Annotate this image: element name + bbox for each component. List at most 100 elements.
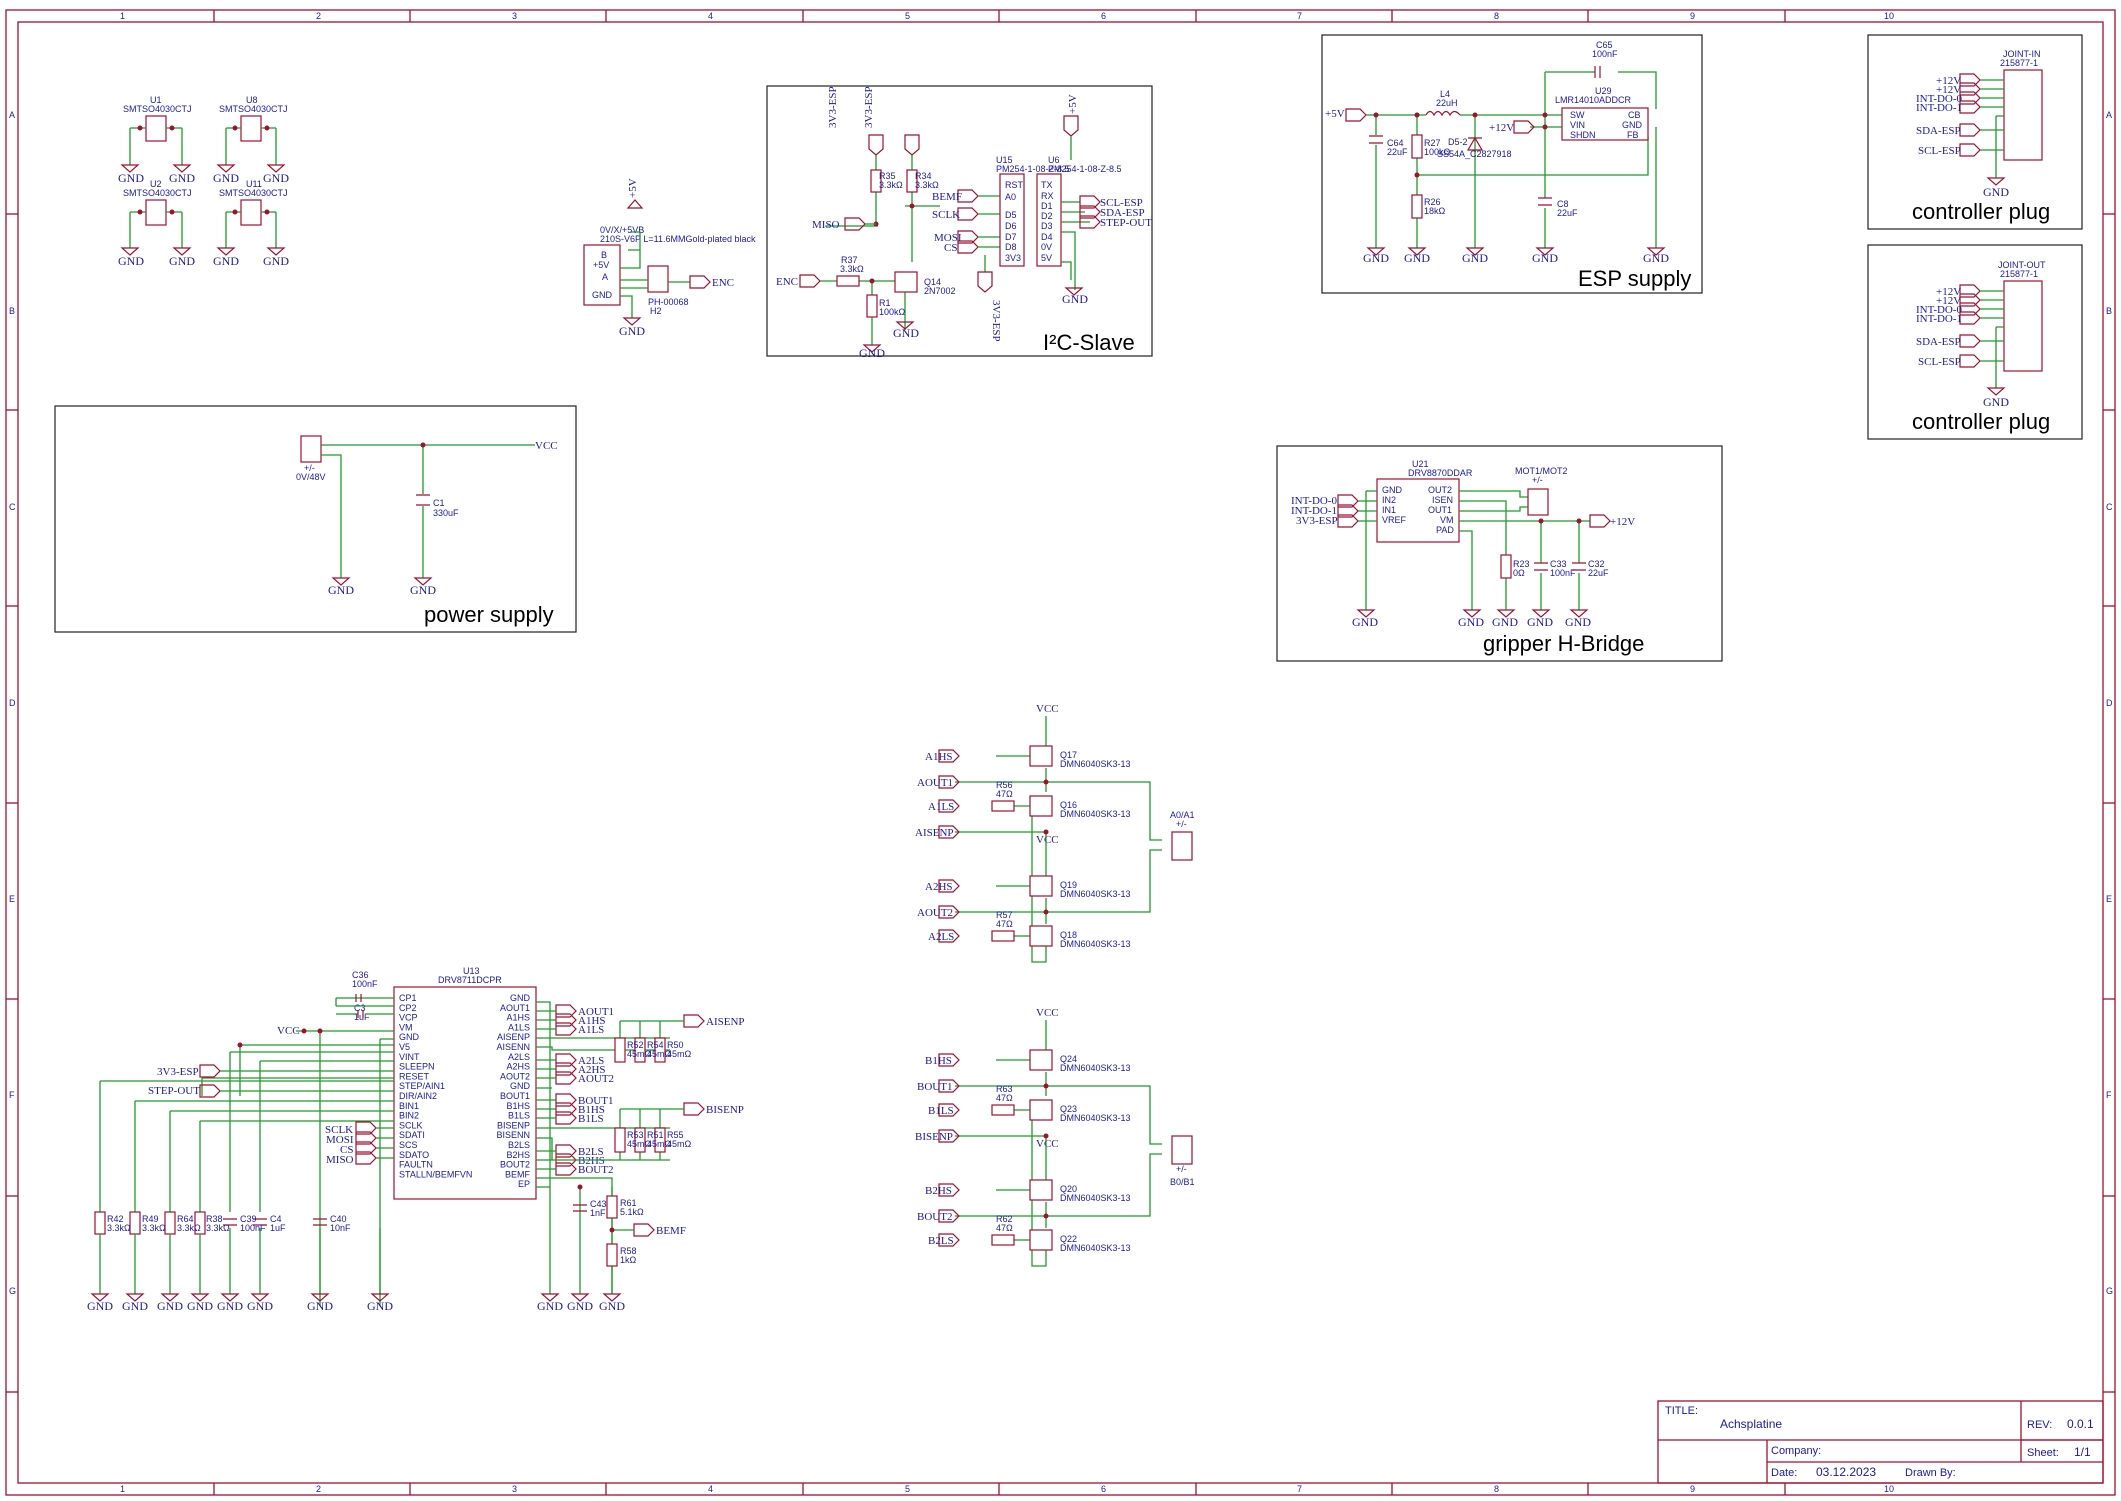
ha-vcc-top: VCC (1036, 703, 1059, 715)
ha-a2hs: A2HS (925, 881, 953, 893)
r26-ref: R26 (1424, 197, 1441, 207)
frame-column-ticks (6, 10, 2115, 1495)
c64-ref: C64 (1387, 138, 1404, 148)
jout-12v-2: +12V (1936, 295, 1961, 307)
jin-gnd: GND (1983, 185, 2009, 199)
u1-ref: U1 (150, 95, 162, 105)
u13-right-pin: GND (510, 1081, 531, 1091)
row-label-c: C (9, 502, 16, 512)
small-ic-u8: U8 SMTSO4030CTJ (219, 95, 288, 165)
hb-b1hs: B1HS (925, 1055, 952, 1067)
u13-left-pin: CP1 (399, 993, 417, 1003)
u13-left-pin: STALLN/BEMFVN (399, 1169, 472, 1179)
r57-val: 47Ω (996, 919, 1013, 929)
r58-ref: R58 (620, 1246, 637, 1256)
gripper-intdo1: INT-DO-1 (1291, 505, 1337, 517)
ha-aout1: AOUT1 (917, 777, 953, 789)
esp-gnd: GND (1404, 251, 1430, 265)
ha-a1hs: A1HS (925, 751, 953, 763)
c36-val: 100nF (352, 979, 378, 989)
i2c-enc-flag: ENC (776, 276, 798, 288)
i2c-sclk-flag: SCLK (932, 209, 960, 221)
u13-gnd: GND (187, 1299, 213, 1313)
r57-ref: R57 (996, 910, 1013, 920)
l4-val: 22uH (1436, 98, 1458, 108)
jin-12v-2: +12V (1936, 84, 1961, 96)
q22-val: DMN6040SK3-13 (1060, 1243, 1131, 1253)
u13-right-pin: BEMF (505, 1169, 531, 1179)
col-label-7: 7 (1297, 11, 1302, 21)
u29-body (1561, 107, 1649, 141)
jout-scl: SCL-ESP (1918, 356, 1961, 368)
r23-ref: R23 (1513, 559, 1530, 569)
jout-intdo0: INT-DO-0 (1916, 304, 1963, 316)
u2-ref: U2 (150, 179, 162, 189)
u13-right-pin: B1HS (506, 1101, 530, 1111)
i2c-miso-flag: MISO (812, 219, 840, 231)
r51-body (634, 1127, 646, 1153)
block-power-supply: power supply +/- 0V/48V C1 330uF VCC GND… (54, 405, 577, 633)
frame-row-labels: A B C D E F G A B C D E F G (9, 110, 2113, 1296)
gripper-12v: +12V (1610, 516, 1635, 528)
hb-vcc-mid: VCC (1036, 1138, 1059, 1150)
u13-aout2: AOUT2 (578, 1073, 614, 1085)
i2c-gnd-2: GND (893, 326, 919, 340)
u6-pin: D2 (1041, 211, 1053, 221)
r50-val: 45mΩ (667, 1049, 692, 1059)
u15-ref: U15 (996, 155, 1013, 165)
c39-ref: C39 (240, 1214, 257, 1224)
rev-value: 0.0.1 (2067, 1417, 2094, 1431)
r42-body (94, 1211, 106, 1235)
block-controller-plug-2: controller plug JOINT-OUT 215877-1 +12V … (1867, 244, 2083, 440)
r1-ref: R1 (879, 298, 891, 308)
r23-val: 0Ω (1513, 568, 1525, 578)
u13-right-pin: AISENN (496, 1042, 530, 1052)
block-gripper-h-bridge: gripper H-Bridge U21 DRV8870DDAR GND IN2… (1276, 445, 1723, 662)
i2c-gnd-3: GND (1062, 292, 1088, 306)
r56-ref: R56 (996, 780, 1013, 790)
u13-gnd: GND (157, 1299, 183, 1313)
r56-val: 47Ω (996, 789, 1013, 799)
jin-intdo1: INT-DO-1 (1916, 102, 1962, 114)
ha-a2ls: A2LS (928, 931, 954, 943)
r50-body (654, 1037, 666, 1063)
u13-right-pin: A2HS (506, 1062, 530, 1072)
u15-pin: RST (1005, 180, 1024, 190)
u13-gnd: GND (367, 1299, 393, 1313)
date-value: 03.12.2023 (1816, 1465, 1876, 1479)
rev-label: REV: (2027, 1419, 2052, 1431)
power-connector-body (300, 435, 322, 463)
esp-gnd: GND (1363, 251, 1389, 265)
controller-plug-1-title: controller plug (1912, 199, 2050, 224)
u13-bout2: BOUT2 (578, 1164, 613, 1176)
jout-gnd: GND (1983, 395, 2009, 409)
r63-val: 47Ω (996, 1093, 1013, 1103)
u13-left-pin: STEP/AIN1 (399, 1081, 445, 1091)
c43-ref: C43 (590, 1199, 607, 1209)
q18-val: DMN6040SK3-13 (1060, 939, 1131, 949)
u13-gnd: GND (307, 1299, 333, 1313)
u13-left-pin: DIR/AIN2 (399, 1091, 437, 1101)
u13-body (393, 986, 537, 1200)
esp-5v-flag: +5V (1325, 108, 1345, 120)
ha-aisenp: AISENP (915, 827, 954, 839)
r54-body (634, 1037, 646, 1063)
jin-intdo0: INT-DO-0 (1916, 93, 1963, 105)
q17-ref: Q17 (1060, 750, 1077, 760)
r61-val: 5.1kΩ (620, 1207, 644, 1217)
r38-ref: R38 (206, 1214, 223, 1224)
q23-body (1029, 1099, 1053, 1121)
c65-val: 100nF (1592, 49, 1618, 59)
u8-part: SMTSO4030CTJ (219, 104, 288, 114)
q18-ref: Q18 (1060, 930, 1077, 940)
row-label-b: B (9, 306, 15, 316)
u13-ref: U13 (463, 966, 480, 976)
u15-pin: A0 (1005, 192, 1016, 202)
u13-left-pin: SLEEPN (399, 1062, 435, 1072)
company-label: Company: (1771, 1445, 1821, 1457)
d5-val: SS54A_C2827918 (1437, 149, 1512, 159)
row-label-a: A (9, 110, 15, 120)
u11-body (240, 199, 262, 226)
c4-val: 1uF (270, 1223, 286, 1233)
u13-left-pin: BIN2 (399, 1111, 419, 1121)
